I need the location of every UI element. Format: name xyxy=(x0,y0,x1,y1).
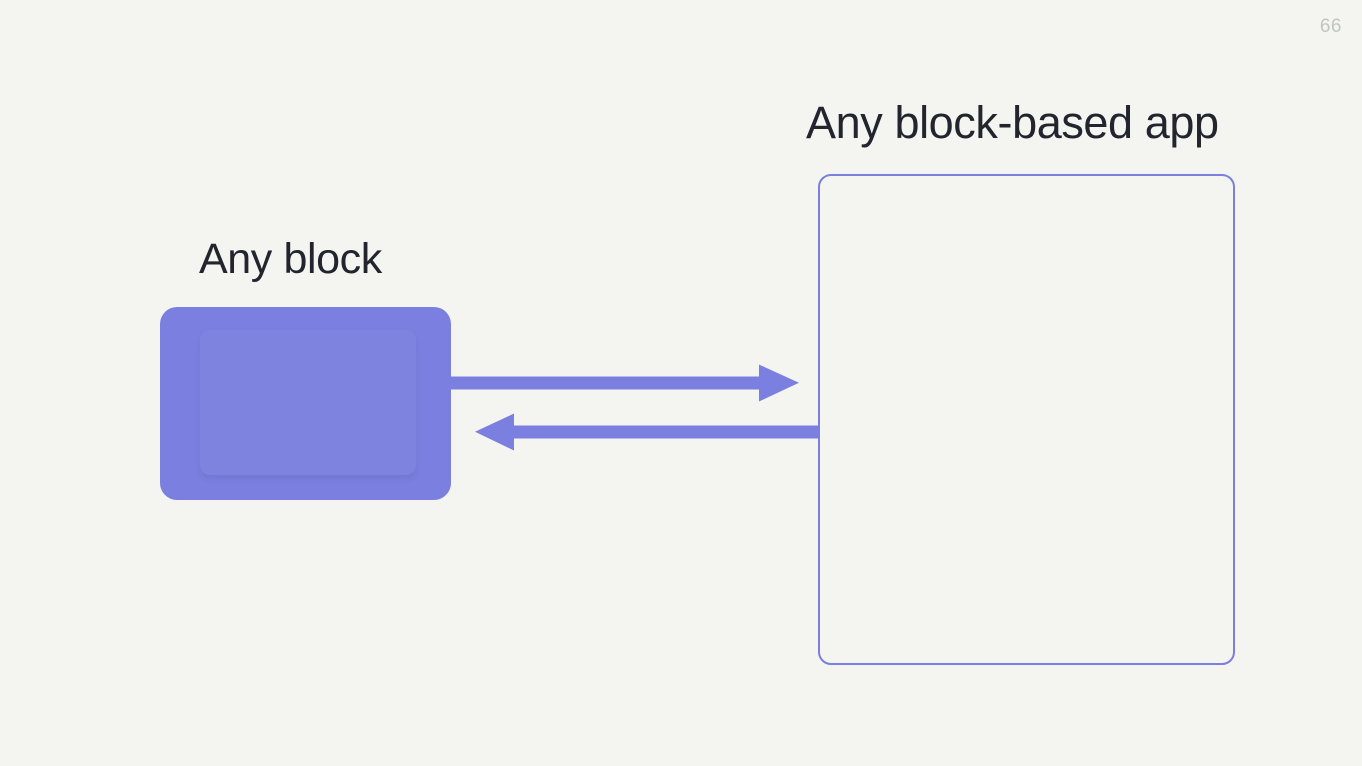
arrow-left-icon xyxy=(475,413,820,451)
block-title-label: Any block xyxy=(199,235,382,283)
any-block-inner-surface xyxy=(200,330,416,475)
app-title-label: Any block-based app xyxy=(806,97,1219,148)
any-block-shape xyxy=(160,307,451,500)
arrow-right-icon xyxy=(451,364,799,402)
any-block-based-app-shape xyxy=(818,174,1235,665)
page-number: 66 xyxy=(1319,16,1342,37)
